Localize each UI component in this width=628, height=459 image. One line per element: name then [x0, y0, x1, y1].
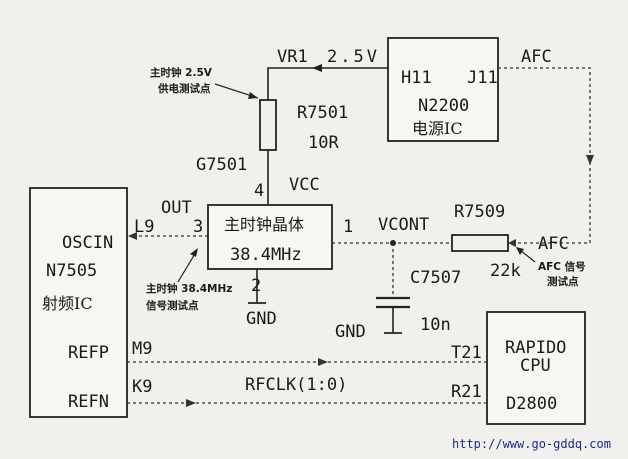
pin2-label: 2 — [251, 276, 261, 296]
m9-label: M9 — [132, 339, 152, 359]
tp-clock-label-1: 主时钟 38.4MHz — [146, 282, 232, 295]
refp-label: REFP — [68, 343, 109, 363]
c7507-label: C7507 — [410, 268, 461, 288]
t21-label: T21 — [451, 343, 482, 363]
r7509-label: R7509 — [454, 202, 505, 222]
tp-supply-label-2: 供电测试点 — [157, 82, 211, 95]
afc-down-arrow — [586, 155, 594, 165]
out-label: OUT — [161, 198, 192, 218]
tp-supply-arrowhead — [248, 92, 258, 99]
rf-ic-block — [29, 187, 128, 418]
gnd2-label: GND — [335, 322, 366, 342]
r7501-label: R7501 — [297, 103, 348, 123]
vcont-label: VCONT — [378, 215, 429, 235]
afc-mid-label: AFC — [538, 234, 569, 254]
vr1-arrow — [312, 64, 322, 72]
power-ic-block — [387, 37, 499, 142]
r21-label: R21 — [451, 382, 482, 402]
tp-clock-arrowhead — [190, 248, 198, 257]
g7501-label: G7501 — [196, 155, 247, 175]
r7509-resistor — [451, 234, 509, 252]
refn-label: REFN — [68, 392, 109, 412]
voltage-label: 2.5V — [327, 47, 380, 67]
afc-left-arrow — [508, 239, 516, 247]
tp-supply-label-1: 主时钟 2.5V — [150, 66, 213, 79]
afc-wire — [498, 67, 591, 244]
pin4-label: 4 — [254, 181, 264, 201]
afc-top-label: AFC — [521, 47, 552, 67]
j11-label: J11 — [467, 68, 498, 88]
pin3-label: 3 — [193, 217, 203, 237]
refp-arrow — [318, 358, 328, 366]
tp-afc-label-1: AFC 信号 — [538, 260, 586, 273]
refn-arrow — [186, 399, 196, 407]
h11-label: H11 — [401, 68, 432, 88]
d2800-label: D2800 — [506, 394, 557, 414]
vr1-label: VR1 — [277, 47, 308, 67]
vcc-label: VCC — [289, 175, 320, 195]
cpu-label: CPU — [520, 356, 551, 376]
n2200-label: N2200 — [418, 96, 469, 116]
rfclk-label: RFCLK(1:0) — [245, 375, 347, 395]
c7507-value: 10n — [420, 315, 451, 335]
k9-label: K9 — [132, 377, 152, 397]
source-url: http://www.go-gddq.com — [452, 437, 611, 451]
tp-clock-pointer — [177, 251, 197, 283]
tp-afc-arrowhead — [516, 247, 524, 255]
l9-label: L9 — [134, 217, 154, 237]
crystal-freq: 38.4MHz — [230, 245, 302, 265]
power-ic-label: 电源IC — [412, 119, 463, 138]
tp-afc-label-2: 测试点 — [547, 275, 579, 288]
tp-afc-pointer — [519, 249, 536, 263]
cpu-block — [486, 311, 586, 425]
rapido-label: RAPIDO — [505, 338, 566, 358]
n7505-label: N7505 — [46, 261, 97, 281]
crystal-block — [207, 204, 333, 270]
gnd1-label: GND — [246, 309, 277, 329]
rf-ic-label: 射频IC — [42, 294, 93, 313]
oscin-arrow — [128, 232, 137, 240]
r7501-value: 10R — [308, 133, 339, 153]
vr1-supply-wire — [267, 67, 388, 100]
r7501-resistor — [259, 99, 277, 151]
tp-clock-label-2: 信号测试点 — [146, 299, 199, 312]
pin1-label: 1 — [343, 217, 353, 237]
oscin-label: OSCIN — [62, 233, 113, 253]
crystal-name: 主时钟晶体 — [224, 215, 304, 234]
r7509-value: 22k — [490, 261, 521, 281]
